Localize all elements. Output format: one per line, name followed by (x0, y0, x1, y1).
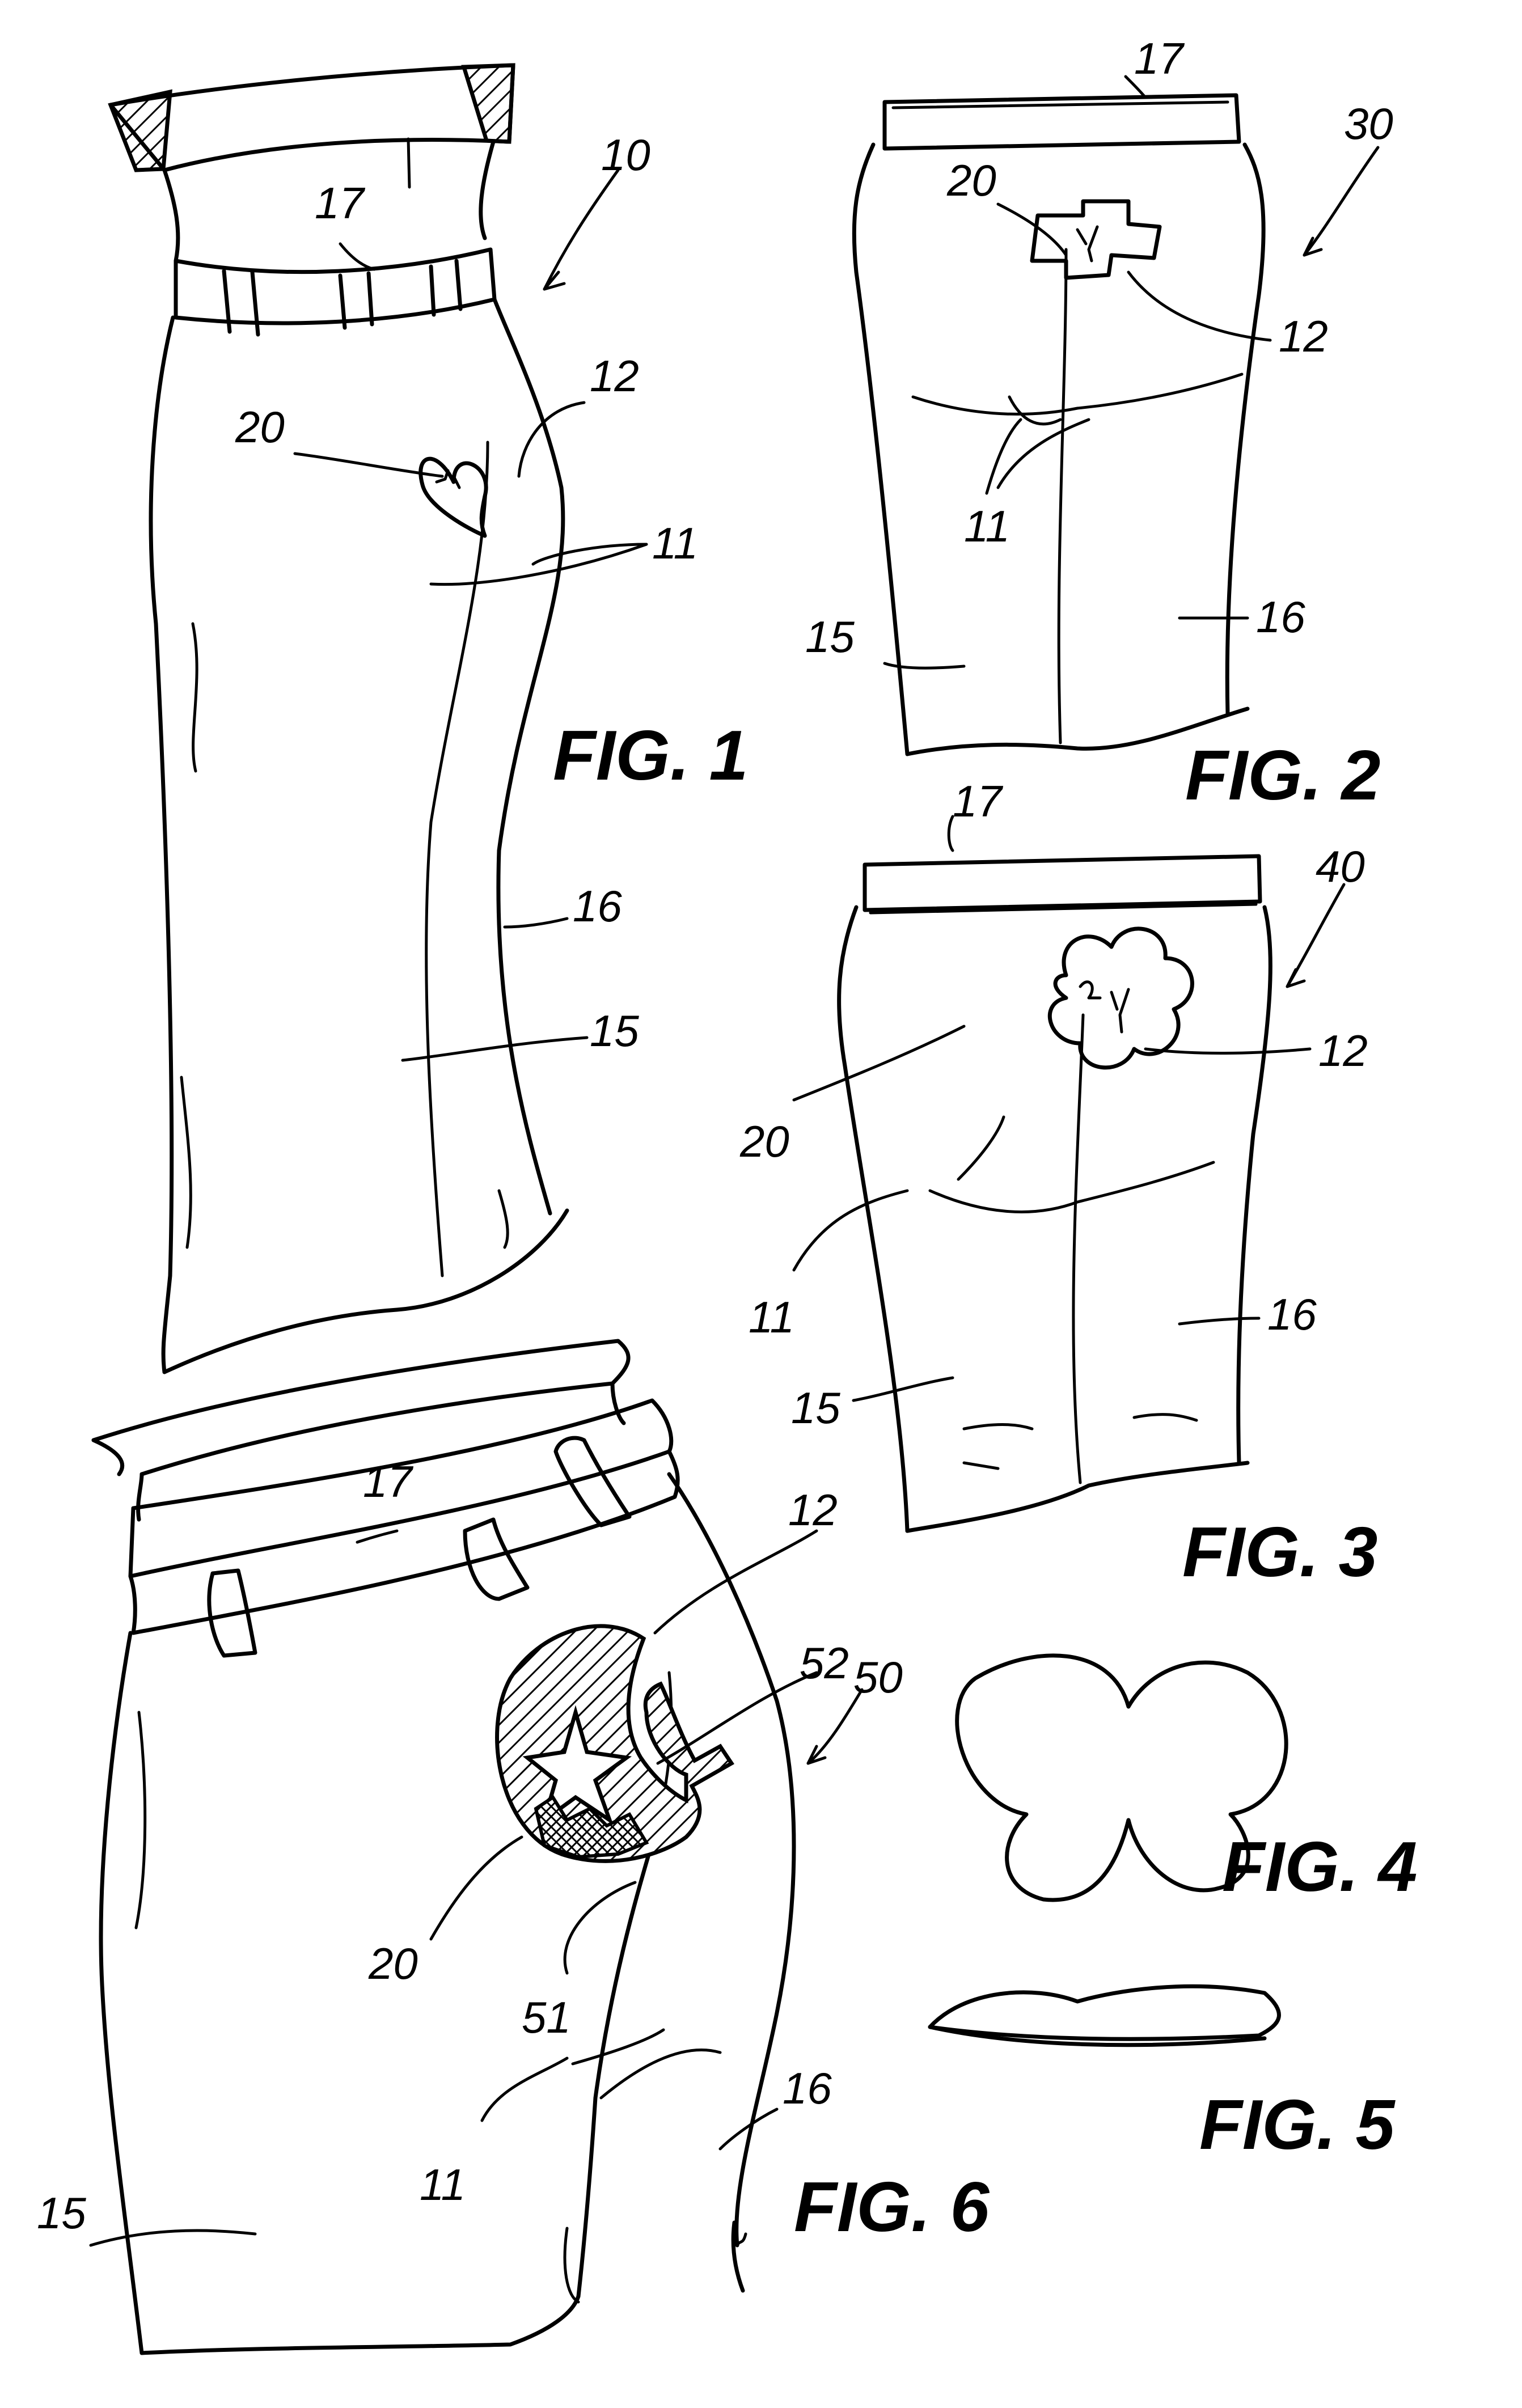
fig6-ref-cheeks: 11 (420, 2160, 466, 2210)
fig1-shirt (108, 63, 515, 172)
fig3-ref-graphic: 20 (739, 1116, 789, 1166)
fig1-seam (425, 441, 489, 1277)
fig3-skirt-outline (837, 905, 1272, 1533)
fig3-seam (1072, 1013, 1085, 1484)
fig2-ref-graphic: 20 (946, 155, 996, 205)
fig6-ref-assembly: 50 (853, 1652, 903, 1702)
fig6-caption: FIG. 6 (794, 2168, 990, 2246)
fig1-graphic (435, 469, 461, 489)
fig2-ref-cheeks: 11 (964, 501, 1010, 551)
fig1-leader-10 (543, 168, 620, 291)
fig1-hem (162, 1208, 569, 1374)
fig1-ref-left-leg: 15 (590, 1006, 639, 1056)
fig5-caption: FIG. 5 (1199, 2086, 1396, 2164)
fig1-shirt-hatch-right (461, 63, 515, 144)
fig1-ref-appliques: 12 (590, 351, 639, 401)
fig2-seam (1057, 248, 1068, 744)
fig5-lips-applique (928, 1984, 1281, 2041)
fig6-belt-loops (207, 1436, 632, 1658)
fig6-leader-50 (806, 1688, 864, 1765)
fig2-ref-assembly: 30 (1344, 99, 1393, 149)
fig2-ref-band: 17 (1134, 33, 1185, 83)
fig6-ref-appliques: 12 (788, 1485, 838, 1535)
fig6-ref-graphic: 20 (368, 1939, 418, 1988)
fig3-hem (905, 1461, 1250, 1533)
fig2-caption: FIG. 2 (1185, 737, 1381, 815)
fig3-ref-assembly: 40 (1316, 841, 1365, 891)
figure-4: FIG. 4 (955, 1653, 1418, 1906)
figure-6: 17 12 52 50 20 51 16 11 15 FIG. 6 (37, 1339, 990, 2355)
fig2-graphic (1076, 225, 1099, 263)
fig1-caption: FIG. 1 (553, 717, 749, 795)
fig6-ref-star: 52 (800, 1638, 849, 1688)
fig3-ref-left-leg: 15 (791, 1383, 840, 1433)
fig2-ref-right-leg: 16 (1256, 592, 1305, 642)
fig6-hem (139, 2294, 581, 2355)
fig2-ref-left-leg: 15 (805, 612, 855, 662)
fig3-ref-right-leg: 16 (1267, 1289, 1317, 1339)
fig1-belt-loops (222, 259, 463, 337)
fig3-graphic (1079, 980, 1130, 1034)
fig6-ref-right-leg: 16 (783, 2063, 832, 2113)
fig4-caption: FIG. 4 (1222, 1828, 1418, 1906)
fig6-ref-left-leg: 15 (37, 2188, 86, 2238)
fig2-leader-30 (1303, 146, 1380, 257)
fig3-ref-band: 17 (953, 776, 1003, 826)
fig1-heart-applique (418, 456, 488, 538)
fig1-ref-right-leg: 16 (573, 881, 622, 931)
fig6-ref-layer: 51 (522, 1992, 571, 2042)
fig6-graphic (534, 1795, 649, 1859)
fig1-ref-cheeks: 11 (652, 518, 698, 568)
fig6-ref-band: 17 (363, 1457, 413, 1506)
fig3-ref-appliques: 12 (1318, 1026, 1368, 1076)
fig3-ref-cheeks: 11 (749, 1292, 794, 1342)
figure-1: 10 17 12 20 11 16 15 FIG. 1 (108, 63, 749, 1374)
figure-3: 17 40 20 12 11 16 15 FIG. 3 (739, 776, 1378, 1592)
fig6-waistband (128, 1398, 674, 1578)
fig3-waistband (863, 854, 1262, 912)
fig1-ref-graphic: 20 (235, 402, 285, 452)
fig6-star (522, 1705, 632, 1825)
fig2-cross-applique (1030, 199, 1162, 280)
fig1-torso (162, 139, 496, 263)
fig4-butterfly-applique (955, 1653, 1288, 1902)
fig6-seam-right (576, 1840, 654, 2299)
fig2-ref-appliques: 12 (1279, 311, 1328, 361)
fig2-waistband (882, 93, 1241, 151)
fig1-skirt-outline (149, 297, 565, 1374)
fig2-hem (905, 706, 1250, 756)
fig1-ref-band: 17 (315, 178, 365, 228)
fig1-ref-assembly: 10 (601, 130, 650, 180)
figure-5: FIG. 5 (928, 1984, 1396, 2164)
fig3-caption: FIG. 3 (1182, 1513, 1378, 1592)
fig3-flower-applique (1048, 926, 1194, 1070)
figure-2: 17 30 20 12 11 16 15 FIG. 2 (805, 33, 1393, 815)
fig6-shirt (91, 1339, 631, 1476)
